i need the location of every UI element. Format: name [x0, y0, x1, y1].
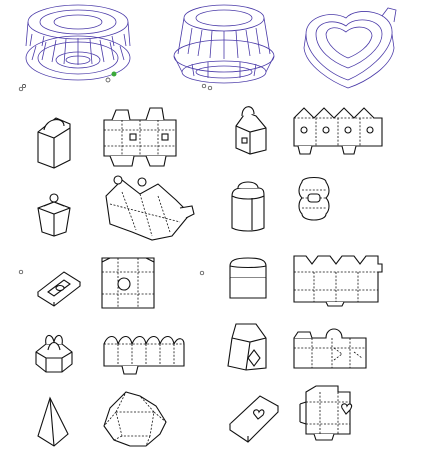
house-box-die-line-icon [292, 106, 384, 156]
bucket-box-die-line-icon [102, 106, 178, 170]
house-box-icon [232, 102, 270, 155]
window-gable-box-icon [226, 322, 270, 372]
heart-window-box-icon [228, 394, 280, 443]
purse-box-die-line-icon [100, 174, 196, 244]
clamshell-heart-tray-icon [296, 4, 402, 89]
clamshell-round-tray-icon [22, 2, 134, 88]
pillow-box-die-line-icon [296, 176, 332, 224]
window-box-die-line-icon [298, 384, 354, 442]
purse-box-icon [36, 192, 72, 238]
pyramid-box-icon [36, 396, 70, 450]
registration-dot [18, 269, 24, 275]
hexagon-bow-box-icon [34, 330, 74, 376]
chest-box-icon [228, 256, 268, 302]
chest-box-die-line-icon [292, 250, 384, 308]
tray-sleeve-box-icon [36, 266, 82, 307]
registration-dot [199, 270, 205, 276]
pyramid-box-die-line-icon [100, 388, 174, 450]
pillow-handle-box-icon [228, 180, 268, 234]
registration-dot [18, 86, 24, 92]
bucket-handle-box-icon [34, 116, 74, 172]
gable-box-die-line-icon [292, 324, 368, 372]
clamshell-cake-dome-icon [168, 2, 280, 91]
hexagon-box-die-line-icon [102, 330, 186, 376]
sleeve-box-die-line-icon [100, 254, 156, 312]
